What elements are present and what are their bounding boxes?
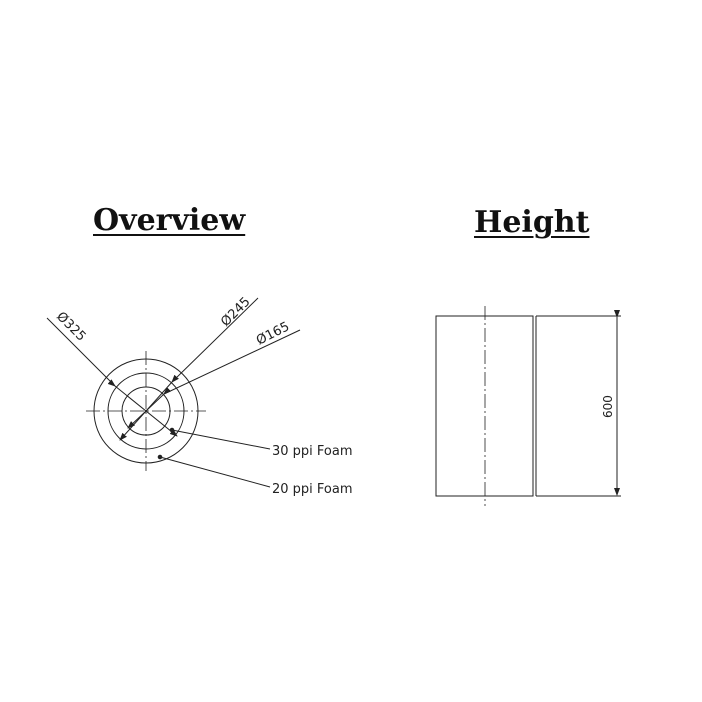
height-drawing [435,306,621,506]
side-rectangle-left [435,315,534,497]
outer-dim-label: Ø325 [53,309,88,344]
inner-dim-leader [163,329,301,395]
foam-inner-label: 30 ppi Foam [272,444,353,459]
inner-dim-label: Ø165 [254,319,292,348]
foam-inner-dot [169,427,175,433]
foam-outer-dot [157,454,163,460]
middle-dim-label: Ø245 [218,294,253,329]
height-dim-label: 600 [601,395,615,418]
overview-drawing [46,297,301,488]
outer-dim-leader [46,317,116,387]
middle-dim-leader [171,297,259,383]
foam-inner-leader [171,429,271,450]
height-title: Height [474,205,590,240]
inner-dim-line [127,387,172,429]
foam-outer-label: 20 ppi Foam [272,482,353,497]
foam-outer-leader [159,456,271,488]
overview-title: Overview [93,203,246,238]
